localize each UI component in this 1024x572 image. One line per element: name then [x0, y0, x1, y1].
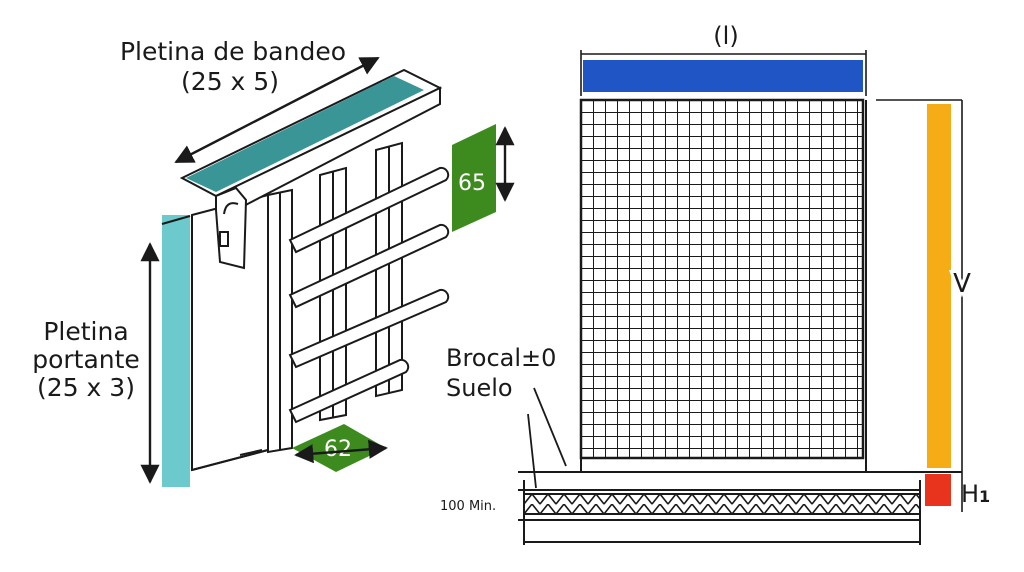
- portante-color-band: [162, 215, 190, 487]
- width-label: (l): [713, 22, 738, 50]
- brocal-label: Brocal±0: [446, 344, 556, 372]
- bandeo-size: (25 x 5): [181, 67, 279, 96]
- isometric-grating: 65 62 Pletina de bandeo (25 x 5) Pletina…: [32, 37, 515, 487]
- dimension-65: 65: [452, 124, 515, 232]
- dim-62-text: 62: [324, 437, 352, 462]
- suelo-label: Suelo: [446, 374, 513, 402]
- h1-color-box: [925, 474, 951, 506]
- floor-slab: [523, 493, 921, 515]
- portante-line2: portante: [32, 345, 140, 374]
- vertical-bars: [267, 141, 403, 454]
- bearing-bar: [162, 193, 269, 487]
- portante-size: (25 x 3): [37, 373, 135, 402]
- bandeo-title: Pletina de bandeo: [120, 37, 346, 66]
- bandeo-arrow: [174, 56, 380, 164]
- mesh-panel: [579, 98, 865, 460]
- svg-text:H1: H1: [961, 480, 990, 508]
- front-elevation: (l) V H1 Brocal±0 Suelo 100 Min.: [440, 22, 990, 545]
- height-color-bar: [927, 104, 951, 468]
- cross-rods: [288, 166, 450, 424]
- min-depth-label: 100 Min.: [440, 499, 496, 514]
- width-color-bar: [583, 60, 863, 92]
- dim-65-badge: [452, 124, 496, 232]
- height-label: V: [953, 269, 971, 299]
- dimension-62: 62: [292, 424, 388, 472]
- h1-label: H1: [961, 480, 990, 508]
- dim-65-text: 65: [458, 171, 486, 196]
- portante-line1: Pletina: [43, 317, 128, 346]
